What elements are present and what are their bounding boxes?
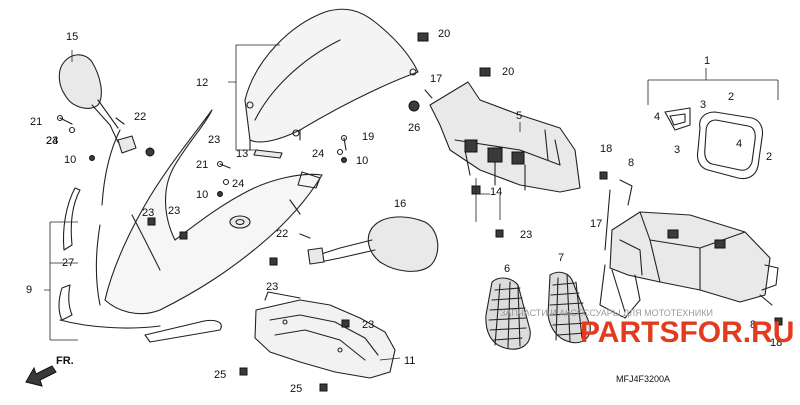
callout-4: 4 — [654, 111, 660, 123]
callout-3: 3 — [674, 144, 680, 156]
side-inner-panels — [58, 187, 222, 343]
callout-24: 24 — [312, 148, 324, 160]
callout-8: 8 — [750, 319, 756, 331]
right-mirror — [307, 216, 439, 272]
watermark: ЗАПЧАСТИ И АКСЕССУАРЫ ДЛЯ МОТОТЕХНИКИ PA… — [500, 308, 794, 349]
callout-10: 10 — [356, 155, 368, 167]
duct-holder-clip — [664, 107, 691, 131]
windscreen — [244, 8, 419, 151]
callout-23: 23 — [142, 207, 154, 219]
callout-12: 12 — [196, 77, 208, 89]
callout-23: 23 — [520, 229, 532, 241]
callout-25: 25 — [214, 369, 226, 381]
callout-27: 27 — [62, 257, 74, 269]
callout-11: 11 — [404, 355, 415, 367]
leader-lines — [44, 44, 779, 361]
callout-2: 2 — [766, 151, 772, 163]
callout-10: 10 — [196, 189, 208, 201]
callout-16: 16 — [394, 198, 406, 210]
callout-19: 19 — [362, 131, 374, 143]
callout-23: 23 — [46, 135, 58, 147]
callout-10: 10 — [64, 154, 76, 166]
callout-20: 20 — [438, 28, 450, 40]
callout-21: 21 — [30, 116, 42, 128]
left-duct-grille — [485, 277, 531, 350]
callout-7: 7 — [558, 252, 564, 264]
right-duct-grille — [547, 271, 591, 344]
callout-1: 1 — [704, 55, 710, 67]
lower-inner-cover — [254, 291, 396, 379]
callout-labels: 1223344567889101010111213141516171718181… — [26, 28, 782, 395]
front-direction-arrow — [25, 365, 57, 387]
direction-label: FR. — [56, 355, 74, 367]
callout-24: 24 — [232, 178, 244, 190]
callout-15: 15 — [66, 31, 78, 43]
callout-4: 4 — [736, 138, 742, 150]
callout-22: 22 — [134, 111, 146, 123]
callout-23: 23 — [362, 319, 374, 331]
callout-13: 13 — [236, 148, 248, 160]
callout-18: 18 — [600, 143, 612, 155]
diagram-code: MFJ4F3200A — [616, 374, 670, 384]
callout-14: 14 — [490, 186, 502, 198]
callout-20: 20 — [502, 66, 514, 78]
callout-25: 25 — [290, 383, 302, 395]
left-mirror — [58, 54, 137, 154]
callout-23: 23 — [266, 281, 278, 293]
callout-21: 21 — [196, 159, 208, 171]
callout-17: 17 — [590, 218, 602, 230]
callout-3: 3 — [700, 99, 706, 111]
upper-cowl — [95, 109, 323, 315]
callout-22: 22 — [276, 228, 288, 240]
callout-23: 23 — [168, 205, 180, 217]
watermark-caption: ЗАПЧАСТИ И АКСЕССУАРЫ ДЛЯ МОТОТЕХНИКИ — [500, 308, 713, 318]
callout-17: 17 — [430, 73, 442, 85]
watermark-logo: PARTSFOR.RU — [580, 316, 794, 349]
callout-23: 23 — [208, 134, 220, 146]
windscreen-bracket — [253, 149, 283, 159]
callout-9: 9 — [26, 284, 32, 296]
inner-duct-bracket — [429, 81, 581, 193]
callout-26: 26 — [408, 122, 420, 134]
callout-18: 18 — [770, 337, 782, 349]
callout-2: 2 — [728, 91, 734, 103]
callout-6: 6 — [504, 263, 510, 275]
callout-24: 24 — [46, 135, 58, 147]
callout-8: 8 — [628, 157, 634, 169]
duct-gasket — [696, 111, 764, 180]
air-intake-duct — [599, 211, 779, 319]
callout-5: 5 — [516, 110, 522, 122]
